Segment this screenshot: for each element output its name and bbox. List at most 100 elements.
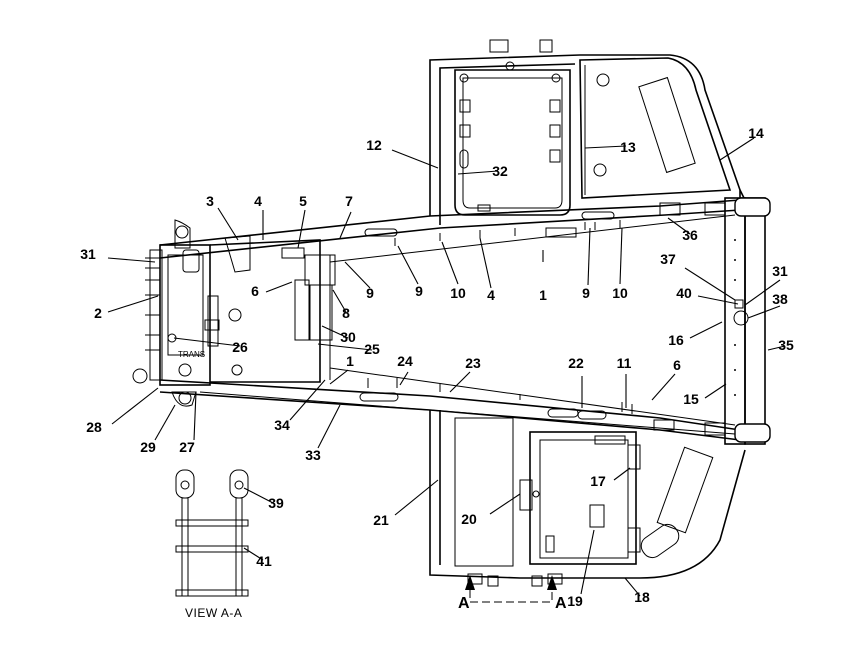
trans-label: TRANS (178, 350, 205, 359)
callout-10: 10 (612, 285, 628, 301)
leader-line (289, 379, 326, 421)
lift-eye-top (174, 219, 191, 249)
tab-row-upper (394, 220, 621, 246)
inner-top-edge (329, 214, 736, 263)
inner-bottom-edge-2 (199, 391, 736, 435)
callout-25: 25 (364, 341, 380, 357)
leader-line (344, 261, 371, 289)
leader-line (107, 295, 159, 313)
callout-30: 30 (340, 329, 356, 345)
callout-12: 12 (366, 137, 382, 153)
callout-4: 4 (487, 287, 495, 303)
leader-line (479, 237, 492, 289)
leader-line (697, 295, 739, 305)
callout-1: 1 (346, 353, 354, 369)
main-frame (159, 199, 741, 441)
callout-19: 19 (567, 593, 583, 609)
bracket-30 (294, 279, 310, 341)
leader-line (329, 369, 349, 385)
callout-15: 15 (683, 391, 699, 407)
bracket-3 (224, 235, 251, 273)
grease-fitting (132, 368, 148, 384)
leader-line (321, 325, 349, 339)
callout-29: 29 (140, 439, 156, 455)
callout-4: 4 (254, 193, 262, 209)
lower-rail-inner (159, 391, 741, 441)
leader-line (317, 343, 373, 351)
rear-cap-top (734, 197, 771, 217)
callout-11: 11 (617, 355, 632, 371)
leader-line (332, 289, 347, 313)
lower-housing-outline (429, 410, 640, 579)
leader-line (297, 209, 306, 249)
leader-line (243, 547, 264, 561)
callout-7: 7 (345, 193, 353, 209)
callout-17: 17 (590, 473, 606, 489)
callout-38: 38 (772, 291, 788, 307)
callout-6: 6 (251, 283, 259, 299)
leader-line (317, 404, 341, 449)
leader-line (580, 529, 595, 595)
callout-23: 23 (465, 355, 481, 371)
door-panel (454, 69, 571, 216)
callout-32: 32 (492, 163, 508, 179)
callout-27: 27 (179, 439, 195, 455)
leader-line (689, 321, 723, 339)
leader-line (767, 345, 786, 351)
callout-37: 37 (660, 251, 676, 267)
callout-6: 6 (673, 357, 681, 373)
vent-slot (638, 76, 696, 174)
callout-24: 24 (397, 353, 413, 369)
leader-line (619, 227, 623, 285)
leader-line (624, 577, 641, 597)
leader-line (449, 371, 471, 393)
leader-line (667, 217, 691, 235)
callout-13: 13 (620, 139, 636, 155)
callout-9: 9 (366, 285, 374, 301)
front-end: TRANS (132, 219, 243, 407)
callout-8: 8 (342, 305, 350, 321)
callout-21: 21 (373, 512, 389, 528)
leader-line (651, 373, 676, 401)
leader-line (193, 391, 197, 441)
leader-line (265, 281, 293, 293)
callout-39: 39 (268, 495, 284, 511)
rail-slot (581, 211, 615, 220)
leader-line (107, 257, 156, 263)
rail-slot (577, 410, 607, 420)
leader-line (719, 137, 755, 161)
leader-line (391, 149, 439, 169)
bracket-5 (281, 247, 305, 259)
rail-slot (359, 392, 399, 402)
upper-housing-outline (429, 54, 741, 216)
section-mark-left: A (458, 595, 470, 612)
view-aa-detail: VIEW A-A (175, 469, 249, 620)
leader-line (457, 170, 499, 175)
callout-35: 35 (778, 337, 794, 353)
callout-40: 40 (676, 285, 692, 301)
leader-line (704, 383, 727, 399)
trans-mount (167, 254, 204, 356)
view-caption: VIEW A-A (185, 606, 242, 620)
callout-2: 2 (94, 305, 102, 321)
callout-31: 31 (772, 263, 788, 279)
callout-16: 16 (668, 332, 684, 348)
leader-line (587, 227, 591, 286)
battery-panel (529, 431, 637, 565)
tank (454, 417, 514, 567)
upper-housing (429, 39, 746, 225)
leader-line (489, 493, 521, 515)
callout-31: 31 (80, 246, 96, 262)
callout-33: 33 (305, 447, 321, 463)
rail-bracket (545, 227, 577, 238)
door-panel-inner (462, 77, 563, 209)
tab-row-lower (367, 378, 633, 414)
leader-line (339, 211, 352, 239)
leader-line (441, 241, 459, 285)
callout-20: 20 (461, 511, 477, 527)
callout-14: 14 (748, 125, 764, 141)
leader-line (243, 487, 276, 505)
leader-lines (107, 137, 786, 597)
callout-3: 3 (206, 193, 214, 209)
